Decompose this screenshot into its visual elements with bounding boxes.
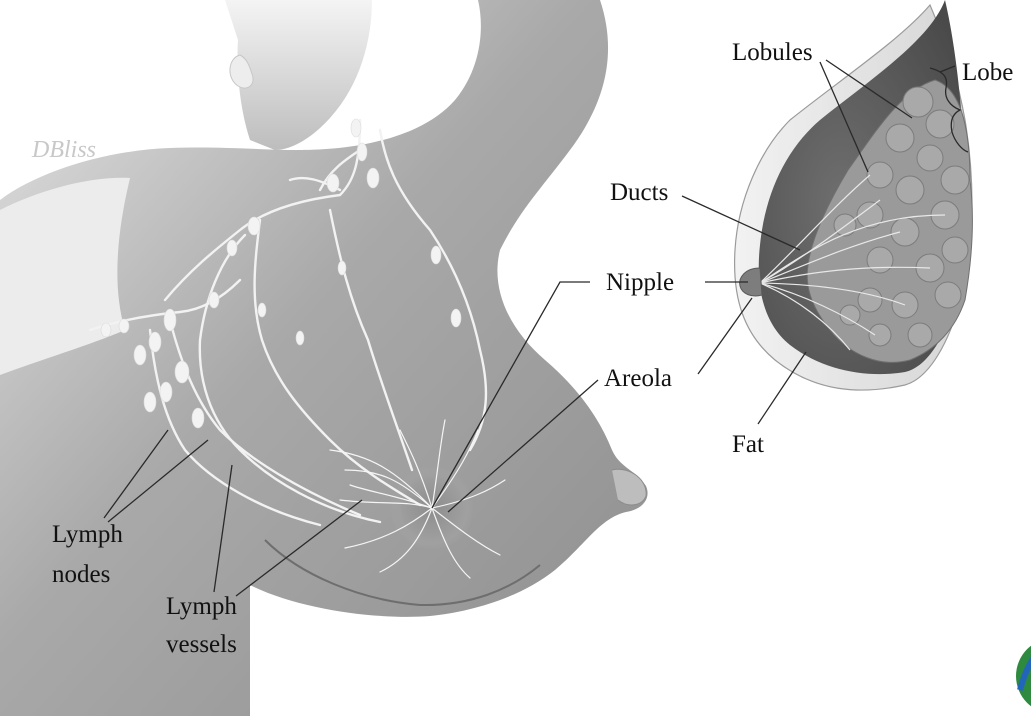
label-lymph-vessels-line1: Lymph [166,593,237,620]
label-ducts: Ducts [610,179,668,206]
label-lymph-nodes-line2: nodes [52,561,110,588]
label-lobe: Lobe [962,59,1013,86]
label-areola: Areola [604,365,672,392]
torso [0,0,648,716]
label-lymph-vessels-line2: vessels [166,631,237,658]
label-fat: Fat [732,431,764,458]
leader-areola-right [698,298,752,374]
label-nipple: Nipple [606,269,674,296]
artist-signature: DBliss [31,137,96,163]
corner-logo [1016,638,1031,714]
label-lobules: Lobules [732,39,813,66]
label-lymph-nodes-line1: Lymph [52,521,123,548]
